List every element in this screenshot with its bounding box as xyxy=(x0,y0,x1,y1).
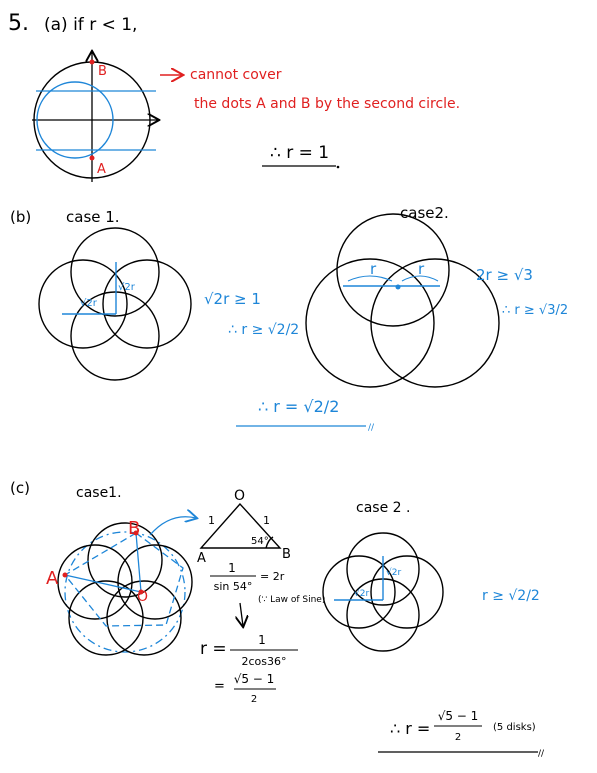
case1-ineq2: ∴ r ≥ √2/2 xyxy=(228,322,299,338)
tri-a: A xyxy=(197,551,206,566)
circle-right xyxy=(102,259,192,349)
case2-diagram xyxy=(305,213,500,388)
c-label-o: O xyxy=(137,589,148,605)
case2-ineq1: 2r ≥ √3 xyxy=(476,266,533,284)
c-outer-circle xyxy=(64,531,186,653)
r-eq-lhs: r = xyxy=(200,639,227,659)
case2-ineq2: ∴ r ≥ √3/2 xyxy=(502,303,568,318)
case1-ineq1: √2r ≥ 1 xyxy=(204,290,261,308)
c-case2-ineq: r ≥ √2/2 xyxy=(482,588,540,604)
tri-angle: 54° xyxy=(251,536,269,547)
c-label-a: A xyxy=(46,568,59,589)
c2-brace-left xyxy=(347,275,393,282)
c-disk-5 xyxy=(57,544,133,620)
problem-number: 5. xyxy=(8,11,29,36)
part-a: 5. (a) if r < 1, B A cannot cover the do… xyxy=(8,11,460,182)
c-label-b: B xyxy=(128,518,140,539)
c2-r-left: r xyxy=(370,260,377,278)
case1-seg-label-mid: √2r xyxy=(80,298,98,309)
note-line-1: cannot cover xyxy=(190,67,282,83)
c-case1-diagram xyxy=(57,517,196,656)
c-radius-ab xyxy=(135,532,142,593)
c-case2-diagram xyxy=(322,532,444,652)
dot-b xyxy=(89,59,95,65)
dot-a xyxy=(89,155,95,161)
second-circle xyxy=(36,81,114,159)
label-point-b: B xyxy=(98,64,107,79)
end-mark-c: // xyxy=(538,749,545,759)
final-num: √5 − 1 xyxy=(438,709,479,723)
part-b-label: (b) xyxy=(10,208,31,226)
c-dot-b xyxy=(133,530,139,536)
part-a-diagram xyxy=(32,52,158,182)
c-case1-title: case1. xyxy=(76,485,122,501)
c2-circle-top xyxy=(336,213,450,327)
down-arrow xyxy=(240,602,243,626)
r-eq-num: 1 xyxy=(258,633,266,647)
tri-o: O xyxy=(234,488,245,504)
case1-title: case 1. xyxy=(66,208,120,226)
c-dot-a xyxy=(62,572,68,578)
c2-center-dot xyxy=(395,284,401,290)
final-note: (5 disks) xyxy=(493,722,536,733)
law-num: 1 xyxy=(228,561,236,575)
circle-top xyxy=(70,227,160,317)
part-a-conclusion: ∴ r = 1 xyxy=(270,143,329,163)
c2-r-right: r xyxy=(418,260,425,278)
c-dot-o xyxy=(138,589,144,595)
final-den: 2 xyxy=(455,732,461,743)
c2b-seg-label-2: √2r xyxy=(386,567,401,578)
r-eq-den: 2cos36° xyxy=(241,655,286,668)
part-c: (c) case1. B A O O A B 1 1 xyxy=(10,479,545,759)
law-note: (∵ Law of Sine) xyxy=(258,595,325,605)
r-eq2-den: 2 xyxy=(251,694,257,705)
c-disk-2 xyxy=(117,544,193,620)
c2-circle-left xyxy=(305,258,435,388)
tri-b: B xyxy=(282,547,291,562)
label-point-a: A xyxy=(97,162,106,177)
r-eq2-num: √5 − 1 xyxy=(234,672,275,686)
c-disk-1 xyxy=(87,522,163,598)
end-mark-b: // xyxy=(368,423,375,433)
law-rhs: = 2r xyxy=(260,570,285,583)
c-callout-arrow xyxy=(149,517,196,536)
part-c-label: (c) xyxy=(10,479,30,497)
c-disk-4 xyxy=(68,580,144,656)
angle-arc xyxy=(265,536,274,549)
end-mark-a xyxy=(336,165,340,169)
circle-left xyxy=(38,259,128,349)
r-eq2-lhs: = xyxy=(214,679,225,694)
case1-seg-label-top: √2r xyxy=(118,282,136,293)
triangle-diagram xyxy=(199,502,282,549)
c2b-seg-label-1: √2r xyxy=(354,588,369,599)
final-lhs: ∴ r = xyxy=(390,719,430,738)
case2-title: case2. xyxy=(400,204,449,222)
triangle xyxy=(199,502,282,549)
c-pentagon xyxy=(64,532,184,627)
c2-circle-right xyxy=(370,258,500,388)
note-line-2: the dots A and B by the second circle. xyxy=(194,96,460,112)
tri-side-1: 1 xyxy=(208,514,215,527)
law-den: sin 54° xyxy=(214,580,253,593)
c2b-circle-right xyxy=(370,555,444,629)
c2b-circle-left xyxy=(322,555,396,629)
c-disk-3 xyxy=(106,580,182,656)
part-b-conclusion: ∴ r = √2/2 xyxy=(258,397,339,416)
c2-brace-right xyxy=(401,275,439,282)
tri-side-2: 1 xyxy=(263,514,270,527)
circle-bottom xyxy=(70,291,160,381)
c-radius-ao xyxy=(64,574,142,593)
part-b: (b) case 1. √2r √2r √2r ≥ 1 ∴ r ≥ √2/2 c… xyxy=(10,204,568,433)
part-a-label: (a) if r < 1, xyxy=(44,15,137,35)
c2b-circle-top xyxy=(346,532,420,606)
case1-diagram xyxy=(38,227,192,381)
c-case2-title: case 2 . xyxy=(356,500,410,516)
